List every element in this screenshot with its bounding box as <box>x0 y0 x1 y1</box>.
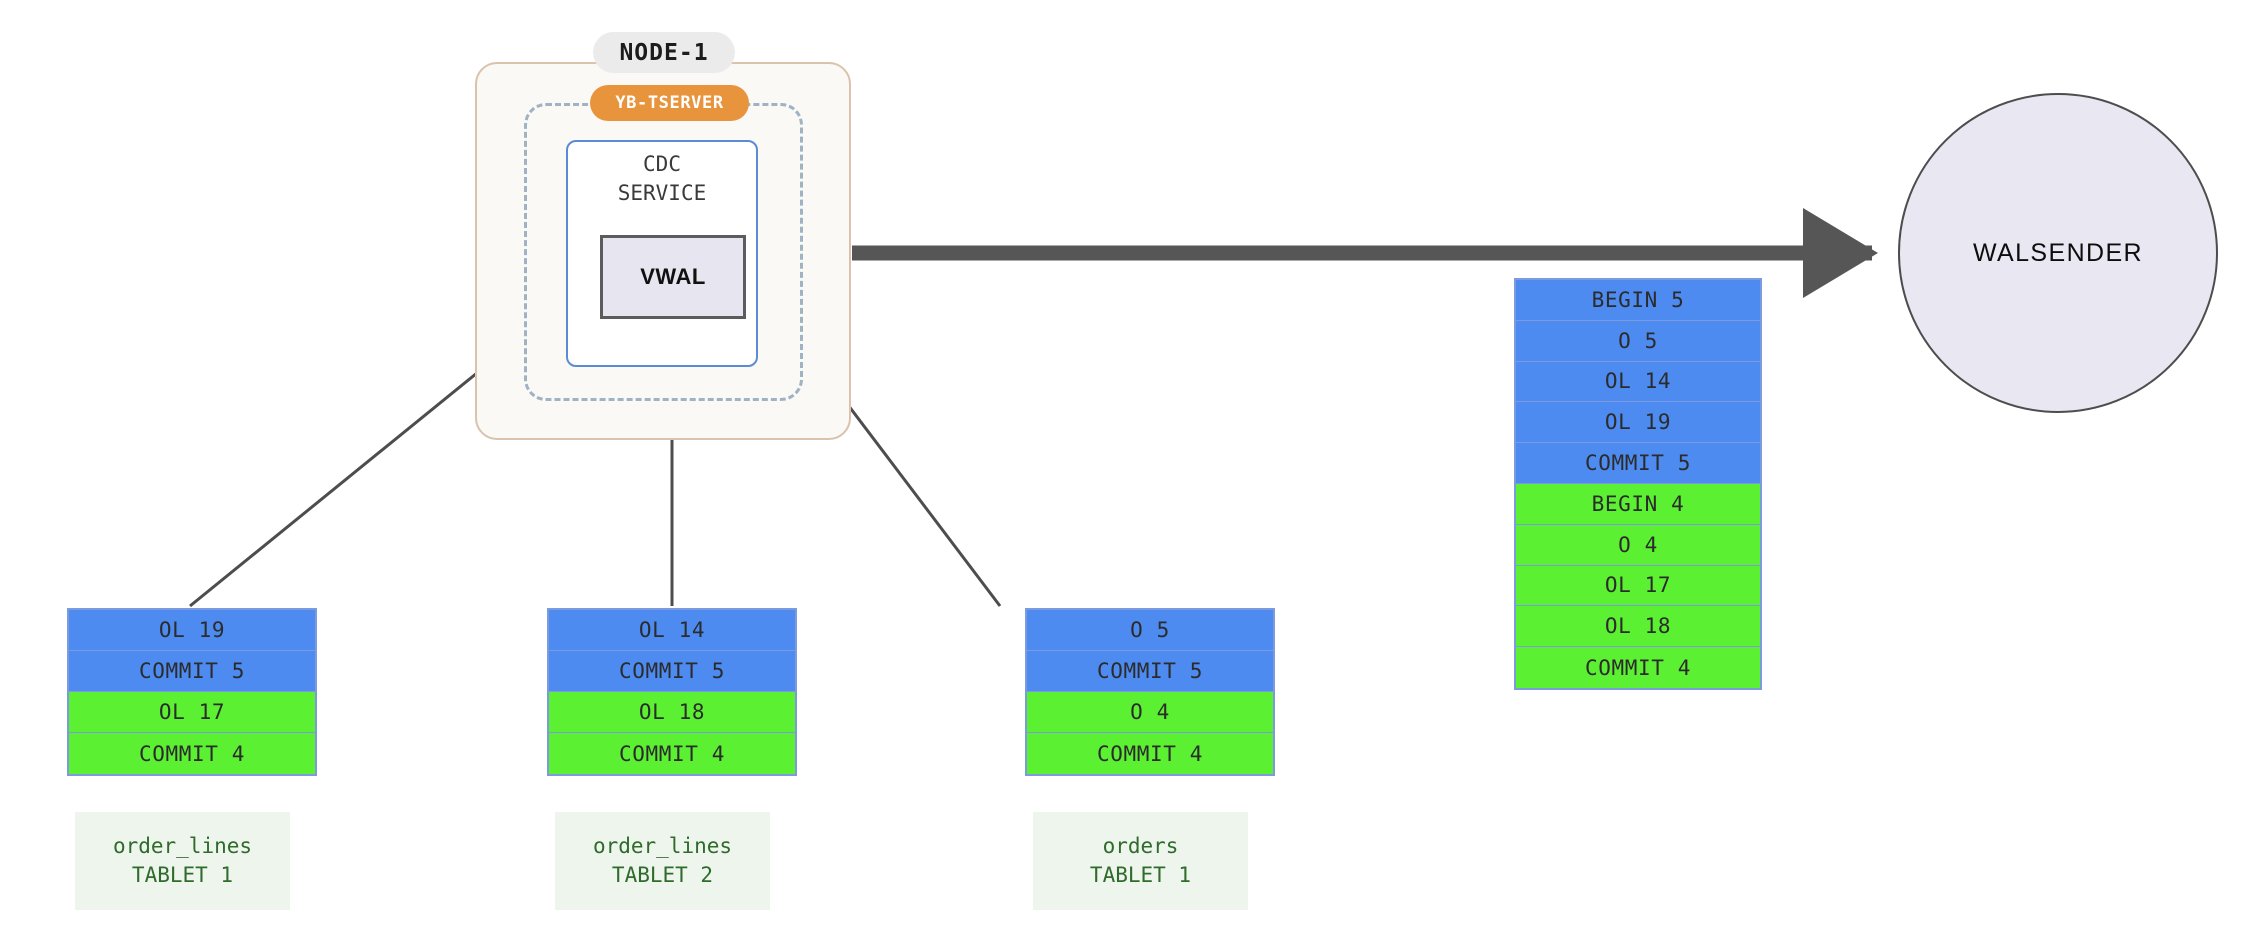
record-row: COMMIT 4 <box>69 733 315 774</box>
tablet-index-name: TABLET 1 <box>131 863 234 887</box>
record-row: O 5 <box>1027 610 1273 651</box>
tablet-label: orders TABLET 1 <box>1033 812 1248 910</box>
tablet-table-name: orders <box>1102 834 1179 858</box>
record-row: COMMIT 5 <box>1516 443 1760 484</box>
record-row: OL 19 <box>69 610 315 651</box>
tablet-label: order_lines TABLET 2 <box>555 812 770 910</box>
tablet-table-name: order_lines <box>592 834 733 858</box>
record-row: COMMIT 5 <box>69 651 315 692</box>
record-row: O 5 <box>1516 320 1760 362</box>
record-row: OL 18 <box>549 692 795 733</box>
record-row: O 4 <box>1516 524 1760 566</box>
record-row: BEGIN 4 <box>1516 483 1760 525</box>
record-row: OL 17 <box>69 692 315 733</box>
tablet-table-name: order_lines <box>112 834 253 858</box>
record-row: OL 14 <box>549 610 795 651</box>
record-row: COMMIT 5 <box>1027 651 1273 692</box>
record-row: OL 14 <box>1516 361 1760 403</box>
record-row: OL 17 <box>1516 565 1760 607</box>
node-pill-label: NODE-1 <box>593 32 735 73</box>
record-row: OL 18 <box>1516 606 1760 648</box>
record-row: BEGIN 5 <box>1516 280 1760 321</box>
walsender-node: WALSENDER <box>1898 93 2218 413</box>
record-row: COMMIT 4 <box>1027 733 1273 774</box>
tablet-label: order_lines TABLET 1 <box>75 812 290 910</box>
record-row: COMMIT 4 <box>549 733 795 774</box>
record-row: O 4 <box>1027 692 1273 733</box>
tablet-index-name: TABLET 2 <box>611 863 714 887</box>
tserver-badge: YB-TSERVER <box>590 85 749 121</box>
vwal-box: VWAL <box>600 235 746 319</box>
tablet-index-name: TABLET 1 <box>1089 863 1192 887</box>
record-row: OL 19 <box>1516 402 1760 444</box>
record-row: COMMIT 5 <box>549 651 795 692</box>
cdc-service-label: CDC SERVICE <box>617 152 707 205</box>
record-row: COMMIT 4 <box>1516 647 1760 688</box>
